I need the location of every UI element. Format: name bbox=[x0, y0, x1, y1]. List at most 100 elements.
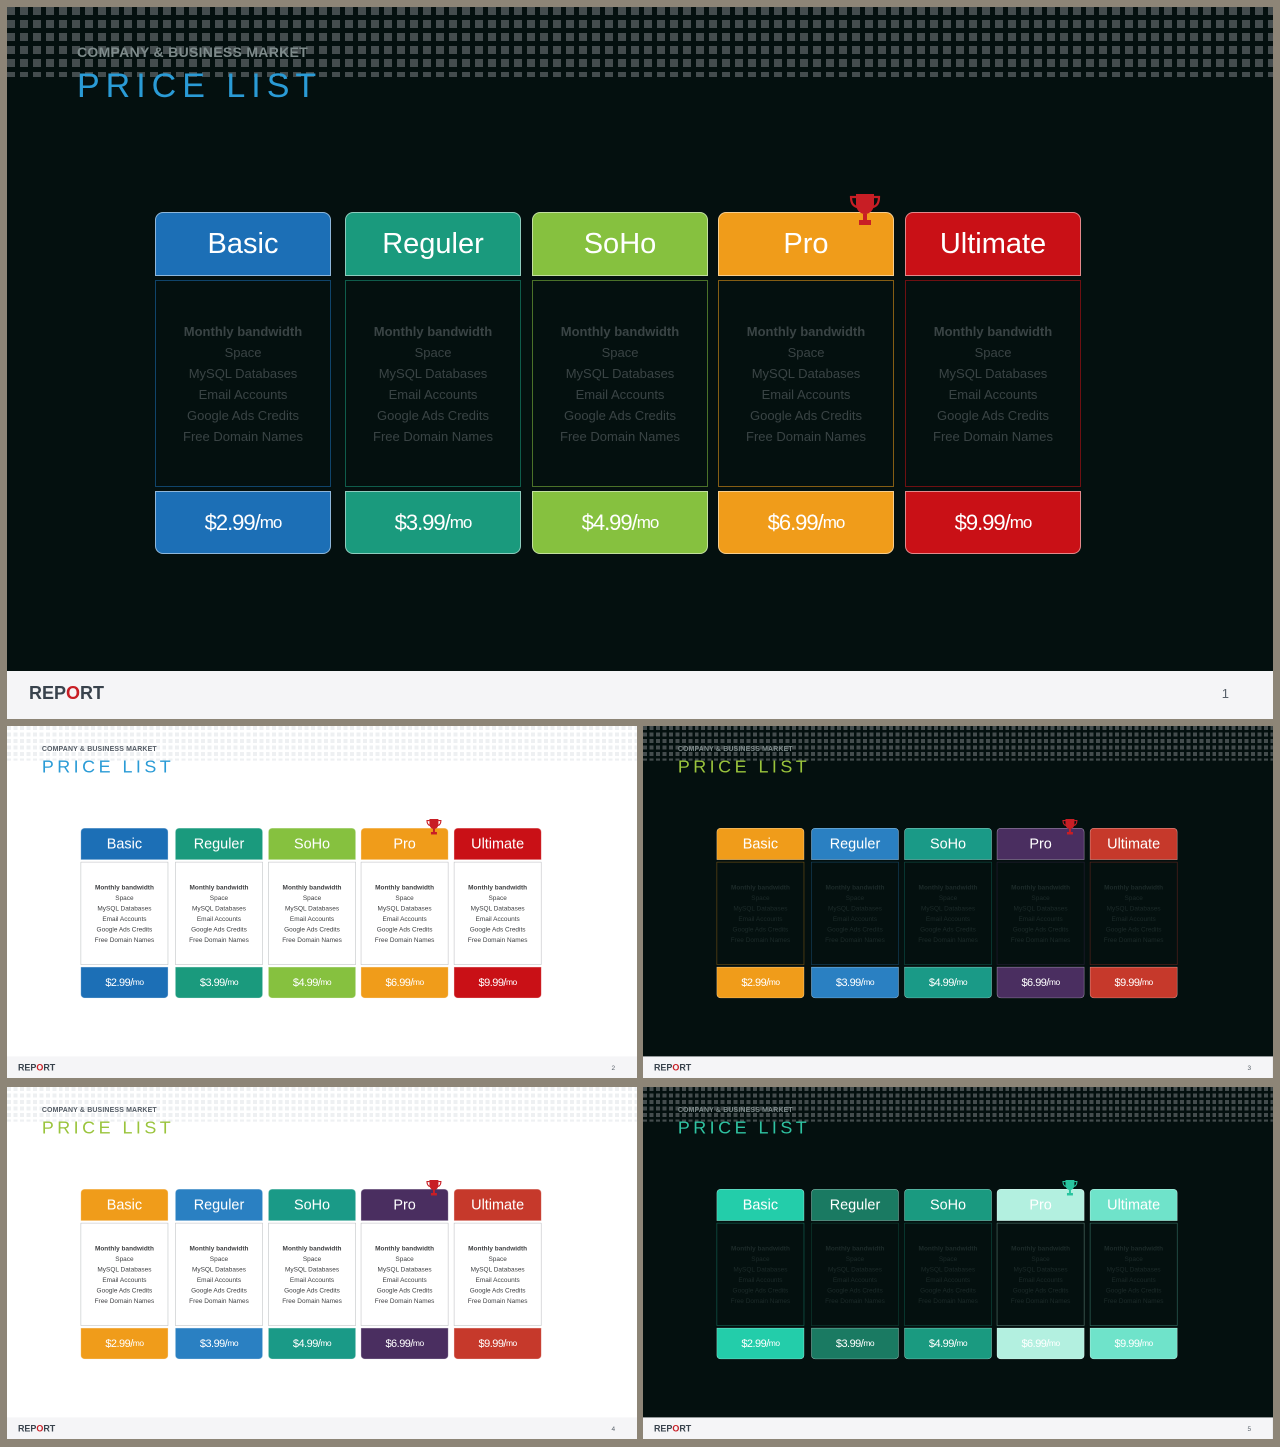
price-value: $6.99/ bbox=[385, 976, 413, 989]
plan-price[interactable]: $4.99/mo bbox=[268, 966, 356, 999]
plan-price[interactable]: $2.99/mo bbox=[155, 491, 331, 554]
feature-item: Free Domain Names bbox=[825, 1296, 885, 1305]
feature-item: Google Ads Credits bbox=[1105, 925, 1162, 933]
plan-price[interactable]: $3.99/mo bbox=[811, 1327, 899, 1360]
brand-prefix: REP bbox=[653, 1062, 673, 1073]
plan-price[interactable]: $9.99/mo bbox=[905, 491, 1081, 554]
plan-price[interactable]: $3.99/mo bbox=[811, 966, 899, 999]
feature-item: Google Ads Credits bbox=[827, 925, 883, 933]
feature-item: Space bbox=[938, 893, 958, 902]
plan-price[interactable]: $3.99/mo bbox=[175, 1327, 263, 1360]
pixel-pattern bbox=[643, 726, 1273, 761]
feature-item: Space bbox=[302, 1254, 322, 1263]
plan-price[interactable]: $4.99/mo bbox=[532, 491, 708, 554]
price-unit: mo bbox=[320, 977, 332, 987]
brand-suffix: RT bbox=[80, 683, 105, 703]
page-number: 2 bbox=[611, 1063, 616, 1072]
feature-item: MySQL Databases bbox=[751, 365, 861, 381]
price-unit: mo bbox=[1048, 977, 1060, 987]
slide-5[interactable]: COMPANY & BUSINESS MARKET PRICE LIST Bas… bbox=[643, 1087, 1273, 1439]
price-value: $9.99/ bbox=[478, 1337, 507, 1350]
plan-price[interactable]: $6.99/mo bbox=[996, 966, 1085, 999]
feature-item: Email Accounts bbox=[475, 1275, 520, 1284]
price-value: $6.99/ bbox=[1021, 976, 1049, 989]
brand-o: O bbox=[36, 1423, 44, 1434]
slide-2[interactable]: COMPANY & BUSINESS MARKET PRICE LIST Bas… bbox=[7, 726, 637, 1078]
plan-price[interactable]: $3.99/mo bbox=[345, 491, 521, 554]
feature-item: Free Domain Names bbox=[1010, 935, 1071, 944]
brand-suffix: RT bbox=[43, 1062, 56, 1073]
plan-price[interactable]: $6.99/mo bbox=[360, 966, 449, 999]
price-unit: mo bbox=[1048, 1338, 1060, 1348]
feature-item: Free Domain Names bbox=[282, 935, 342, 944]
plan-price[interactable]: $9.99/mo bbox=[453, 966, 542, 999]
slide-4[interactable]: COMPANY & BUSINESS MARKET PRICE LIST Bas… bbox=[7, 1087, 637, 1439]
plan-name: Ultimate bbox=[905, 212, 1081, 276]
brand-prefix: REP bbox=[653, 1423, 673, 1434]
price-unit: mo bbox=[863, 1338, 875, 1348]
price-value: $4.99/ bbox=[292, 976, 321, 989]
feature-item: MySQL Databases bbox=[97, 1265, 152, 1273]
plan-price[interactable]: $9.99/mo bbox=[453, 1327, 542, 1360]
price-unit: mo bbox=[227, 1338, 239, 1348]
slide-content: COMPANY & BUSINESS MARKET PRICE LIST Bas… bbox=[643, 726, 1273, 1078]
plan-price[interactable]: $6.99/mo bbox=[996, 1327, 1085, 1360]
plan-name: Basic bbox=[80, 1189, 169, 1221]
feature-item: Google Ads Credits bbox=[469, 925, 526, 933]
plan-price[interactable]: $2.99/mo bbox=[80, 1327, 169, 1360]
plan-price[interactable]: $2.99/mo bbox=[716, 1327, 805, 1360]
feature-item: Google Ads Credits bbox=[1105, 1286, 1162, 1294]
plan-price[interactable]: $2.99/mo bbox=[80, 966, 169, 999]
plan-price[interactable]: $6.99/mo bbox=[360, 1327, 449, 1360]
feature-item: Free Domain Names bbox=[467, 935, 528, 944]
plan-price[interactable]: $4.99/mo bbox=[904, 966, 992, 999]
slide-1[interactable]: COMPANY & BUSINESS MARKET PRICE LIST Bas… bbox=[7, 7, 1273, 719]
plan-price[interactable]: $6.99/mo bbox=[718, 491, 894, 554]
plan-price[interactable]: $4.99/mo bbox=[904, 1327, 992, 1360]
plan-price[interactable]: $9.99/mo bbox=[1089, 1327, 1178, 1360]
feature-item: Space bbox=[1124, 893, 1143, 902]
plan-price[interactable]: $3.99/mo bbox=[175, 966, 263, 999]
plan-price[interactable]: $9.99/mo bbox=[1089, 966, 1178, 999]
pixel-pattern bbox=[7, 1087, 637, 1122]
plan-price[interactable]: $4.99/mo bbox=[268, 1327, 356, 1360]
slide-3[interactable]: COMPANY & BUSINESS MARKET PRICE LIST Bas… bbox=[643, 726, 1273, 1078]
price-value: $9.99/ bbox=[1114, 976, 1143, 989]
feature-item: Free Domain Names bbox=[825, 935, 885, 944]
plan-price[interactable]: $2.99/mo bbox=[716, 966, 805, 999]
brand-suffix: RT bbox=[679, 1062, 692, 1073]
feature-item: Space bbox=[488, 893, 507, 902]
